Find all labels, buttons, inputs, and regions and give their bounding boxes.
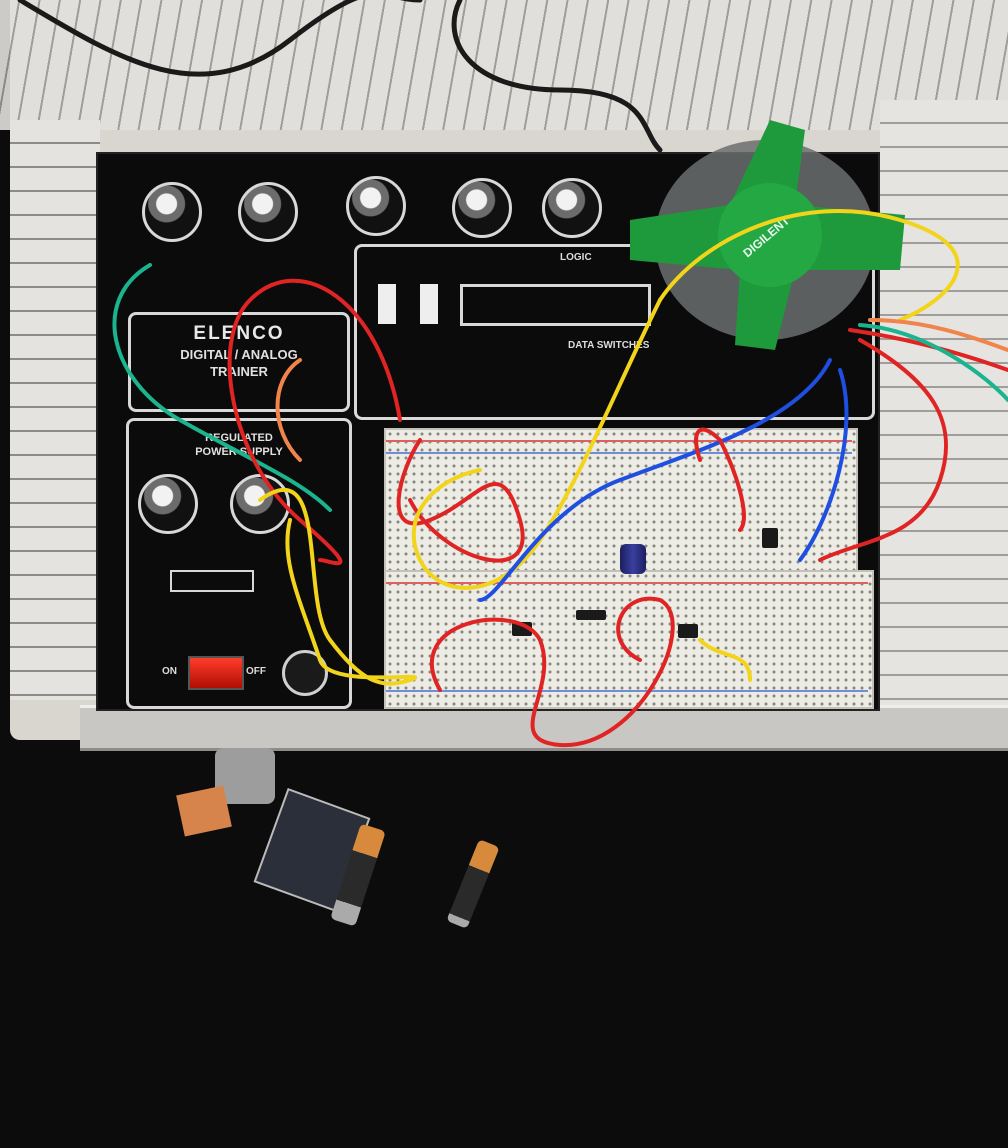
case-left-wall — [10, 120, 100, 700]
analog-discovery-device: DIGILENT — [620, 110, 910, 355]
power-rail — [386, 440, 852, 442]
power-on-label: ON — [162, 666, 177, 677]
power-off-label: OFF — [246, 666, 266, 677]
ground-rail — [386, 452, 852, 454]
power-rail — [386, 582, 868, 584]
brand-plate: ELENCO DIGITAL / ANALOG TRAINER — [128, 312, 350, 412]
knob-1[interactable] — [142, 182, 202, 242]
brand-name: ELENCO — [193, 323, 285, 344]
logic-label: LOGIC — [560, 252, 592, 263]
trainer-subtitle: TRAINER — [210, 364, 268, 379]
data-switches-label: DATA SWITCHES — [568, 340, 650, 351]
ic-chip — [678, 624, 698, 638]
fine-freq-knob[interactable] — [542, 178, 602, 238]
ic-chip — [762, 528, 778, 548]
breadboard-lower — [384, 570, 874, 709]
psu-diagram — [170, 570, 254, 592]
knob-2[interactable] — [238, 182, 298, 242]
electrolytic-capacitor — [620, 544, 646, 574]
waveform-knob[interactable] — [346, 176, 406, 236]
psu-knob-right[interactable] — [230, 474, 290, 534]
ic-chip — [576, 610, 606, 620]
logic-indicator-block — [460, 284, 651, 326]
ground-rail — [386, 690, 868, 692]
case-right-wall — [880, 100, 1008, 720]
coarse-freq-knob[interactable] — [452, 178, 512, 238]
case-lid-pattern — [0, 0, 1008, 130]
power-switch[interactable] — [188, 656, 244, 690]
psu-knob-left[interactable] — [138, 474, 198, 534]
trainer-title: DIGITAL / ANALOG — [180, 347, 298, 362]
pulse-switch[interactable] — [420, 284, 438, 324]
clock-switch[interactable] — [378, 284, 396, 324]
